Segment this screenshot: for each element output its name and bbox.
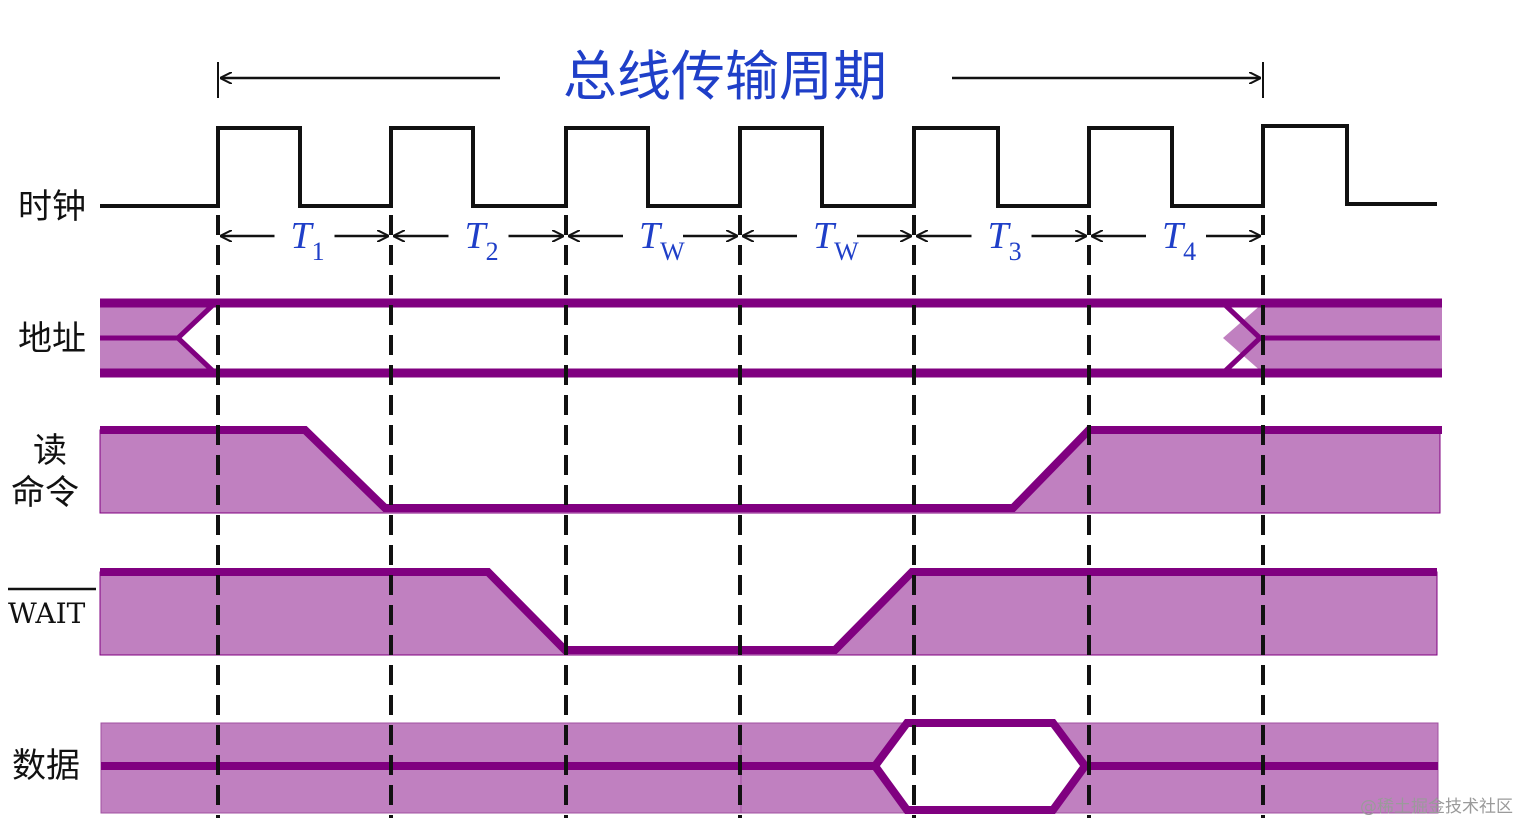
bus-cycle-span: 总线传输周期 xyxy=(217,45,1264,108)
period-marker: T1 xyxy=(221,215,388,266)
period-subscript: 2 xyxy=(486,237,499,266)
period-label: TW xyxy=(639,215,685,266)
period-marker: T4 xyxy=(1092,215,1260,266)
boundary-lines xyxy=(216,215,1265,818)
data-label: 数据 xyxy=(12,746,80,786)
watermark: @稀土掘金技术社区 xyxy=(1360,797,1513,817)
read-cmd-label-line2: 命令 xyxy=(11,473,79,513)
period-label: T2 xyxy=(465,215,499,266)
period-label: T4 xyxy=(1162,215,1196,266)
clock-label: 时钟 xyxy=(18,187,86,227)
wait-label: WAIT xyxy=(8,597,86,630)
address-bus-waveform xyxy=(100,298,1442,378)
wait-waveform xyxy=(99,568,1438,656)
clock-waveform xyxy=(100,124,1437,208)
period-subscript: 3 xyxy=(1009,237,1022,266)
period-marker: T2 xyxy=(394,215,563,266)
wait-label-group: WAIT xyxy=(8,587,96,630)
period-label: T1 xyxy=(291,215,325,266)
address-label: 地址 xyxy=(18,319,86,359)
read-command-waveform xyxy=(99,426,1442,514)
period-subscript: W xyxy=(834,237,859,266)
data-bus-waveform xyxy=(100,719,1439,814)
period-label: T3 xyxy=(988,215,1022,266)
period-marker: T3 xyxy=(917,215,1086,266)
read-cmd-label-line1: 读 xyxy=(33,431,67,471)
period-marker: TW xyxy=(743,215,911,266)
period-subscript: 1 xyxy=(312,237,325,266)
period-marker: TW xyxy=(569,215,737,266)
period-subscript: 4 xyxy=(1183,237,1196,266)
period-subscript: W xyxy=(660,237,685,266)
diagram-title: 总线传输周期 xyxy=(563,45,887,108)
period-label: TW xyxy=(813,215,859,266)
